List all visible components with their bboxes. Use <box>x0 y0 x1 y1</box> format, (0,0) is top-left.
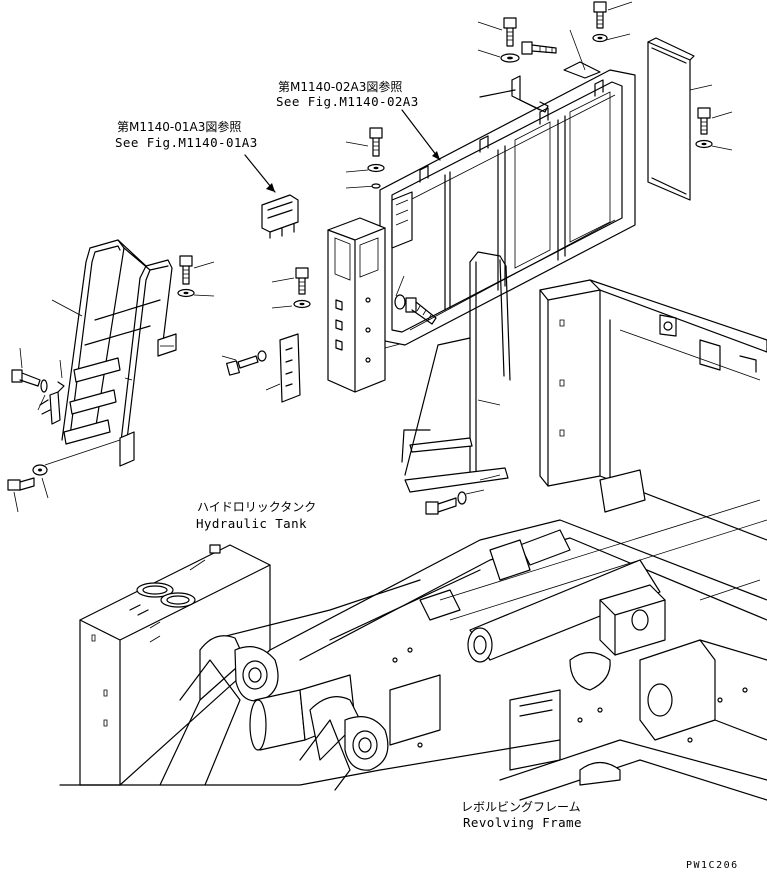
plate-bracket <box>265 333 301 403</box>
drawing-code: PW1C206 <box>686 860 739 871</box>
bolt-group-top <box>477 1 733 151</box>
revolving-frame-jp-label: レボルビングフレーム <box>461 800 581 814</box>
revolving-frame <box>59 469 767 801</box>
ref-01a3-en-label: See Fig.M1140-01A3 <box>115 135 258 150</box>
side-cover-panel <box>647 37 695 201</box>
hanger-bracket <box>479 75 549 113</box>
ref-02a3-leader-arrow <box>401 109 441 161</box>
ref-02a3-en-label: See Fig.M1140-02A3 <box>276 94 419 109</box>
hydraulic-tank-en-label: Hydraulic Tank <box>196 516 307 531</box>
step-ladder-right <box>401 251 511 493</box>
bolt-right-ladder <box>425 489 485 515</box>
handrail-panel <box>379 69 636 346</box>
bolt-group-center <box>221 127 437 376</box>
revolving-frame-en-label: Revolving Frame <box>463 815 582 830</box>
hydraulic-tank-jp-label: ハイドロリックタンク <box>197 500 316 514</box>
cab-support-frame <box>539 279 767 541</box>
ladder-assembly <box>39 239 177 467</box>
hydraulic-tank <box>79 544 271 786</box>
ref-01a3-jp-label: 第M1140-01A3図参照 <box>117 119 241 134</box>
mounting-bracket-small <box>261 194 299 239</box>
ref-02a3-jp-label: 第M1140-02A3図参照 <box>278 79 402 94</box>
bolt-group-ladder <box>7 255 215 513</box>
vertical-support-column <box>327 217 401 393</box>
